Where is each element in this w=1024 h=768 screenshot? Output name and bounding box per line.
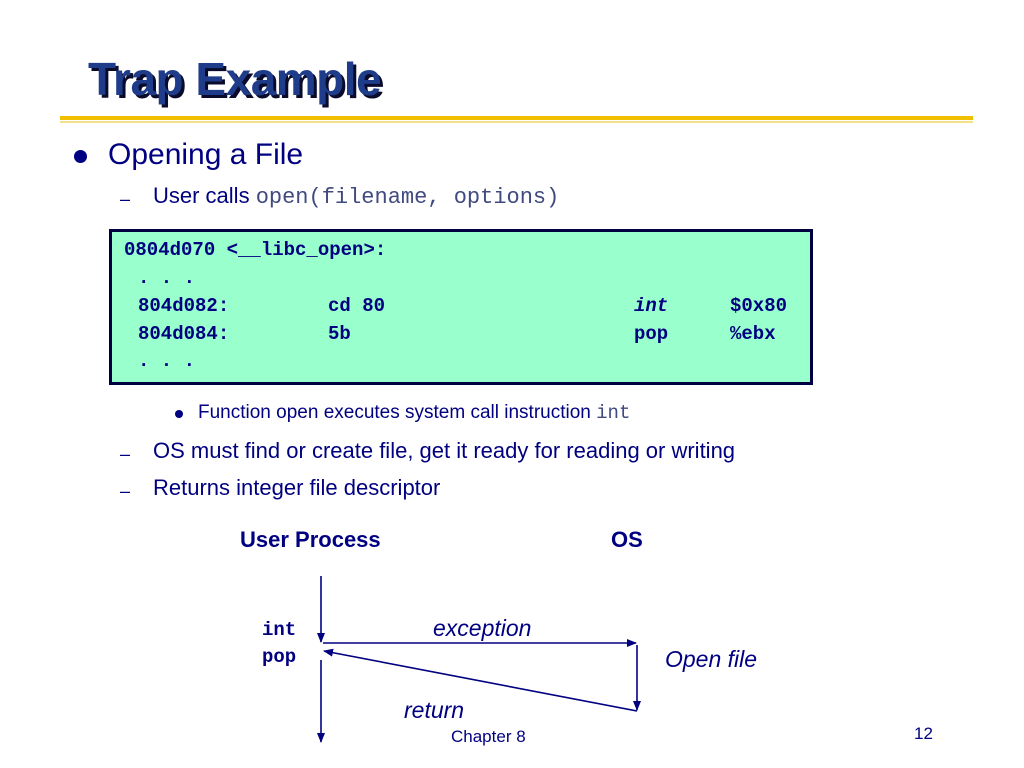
title-underline: [60, 116, 973, 120]
bullet-dot: [74, 150, 87, 163]
sub-bullet-user-calls: User calls open(filename, options): [153, 183, 559, 210]
pop-label: pop: [262, 646, 297, 668]
code-ellipsis: . . .: [138, 267, 196, 289]
sub-sub-bullet-function-open: Function open executes system call instr…: [198, 402, 630, 424]
os-label: OS: [611, 527, 643, 552]
sub-bullet-os-must-find: OS must find or create file, get it read…: [153, 438, 736, 463]
return-arrow: [323, 648, 638, 712]
user-process-label: User Process: [240, 527, 381, 552]
dash-marker: –: [120, 189, 131, 209]
code-opcode: int: [634, 295, 669, 317]
open-file-label: Open file: [665, 646, 758, 672]
code-address: 804d082:: [138, 295, 230, 317]
dash-marker: –: [120, 444, 131, 464]
code-opcode: pop: [634, 323, 669, 345]
assembly-code-box: 0804d070 <__libc_open>: . . . 804d082: c…: [109, 229, 813, 385]
code-operand: %ebx: [730, 323, 776, 345]
sub-sub-bullet-dot: [175, 410, 183, 418]
slide-title: Trap Example: [88, 53, 382, 105]
code-bytes: cd 80: [328, 295, 386, 317]
sub-sub-bullet-text: Function open executes system call instr…: [198, 402, 597, 423]
footer-chapter: Chapter 8: [451, 727, 526, 746]
code-address: 804d084:: [138, 323, 230, 345]
return-label: return: [404, 697, 465, 723]
sub-bullet-text: User calls: [153, 183, 256, 208]
exception-label: exception: [433, 615, 532, 641]
code-operand: $0x80: [730, 295, 788, 317]
page-number: 12: [914, 724, 933, 743]
bullet-opening-a-file: Opening a File: [108, 138, 304, 171]
code-header: 0804d070 <__libc_open>:: [124, 239, 387, 261]
dash-marker: –: [120, 481, 131, 501]
sub-bullet-code: open(filename, options): [255, 185, 560, 210]
code-bytes: 5b: [328, 323, 351, 345]
sub-bullet-returns: Returns integer file descriptor: [153, 475, 441, 500]
title-underline-light: [60, 121, 973, 123]
sub-sub-bullet-code: int: [596, 402, 631, 424]
code-ellipsis: . . .: [138, 350, 196, 372]
int-label: int: [262, 619, 297, 641]
